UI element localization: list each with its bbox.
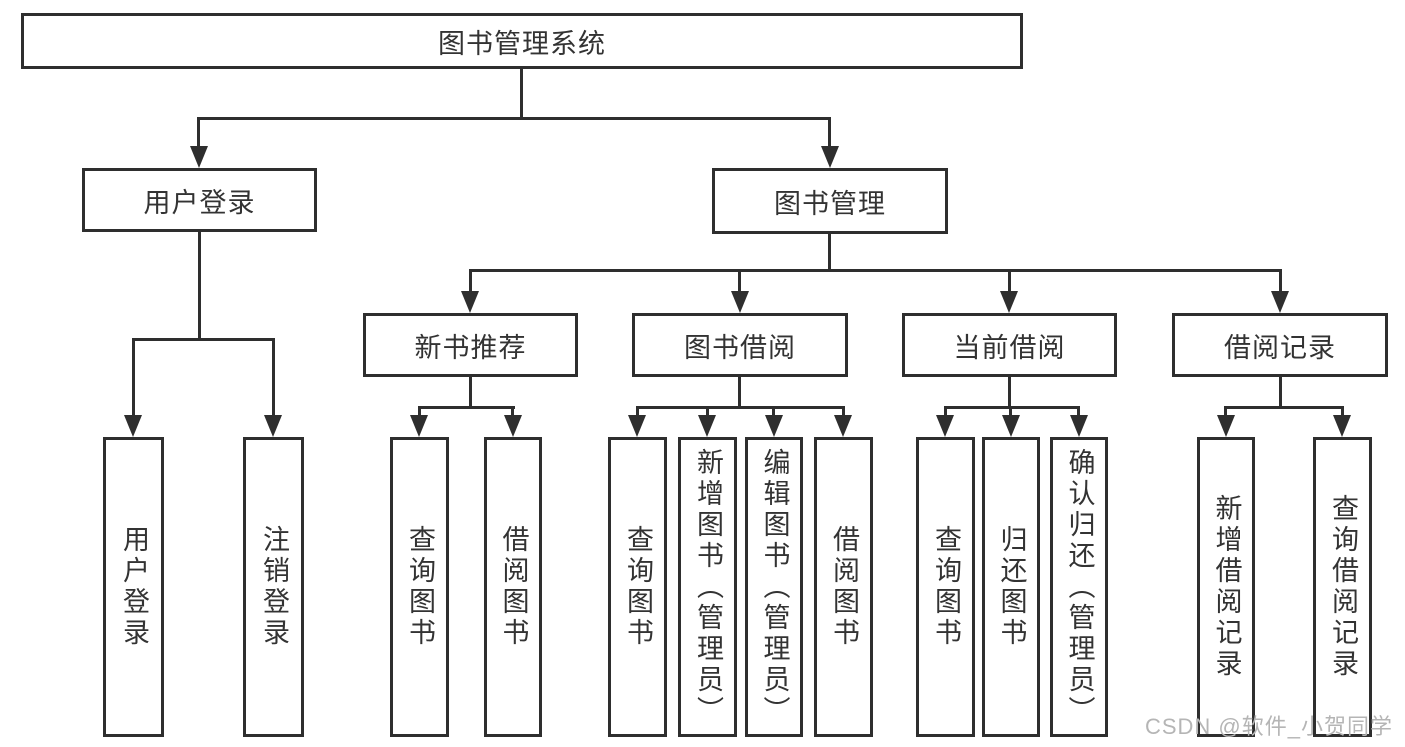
node-leaf-query-borrow-record: 查询借阅记录 <box>1313 437 1372 737</box>
node-label: 用户登录 <box>119 525 150 649</box>
connector-drop-leaf <box>511 406 514 418</box>
arrow-down-icon <box>410 415 428 437</box>
arrow-down-icon <box>1333 415 1351 437</box>
node-leaf-query-books-2: 查询图书 <box>608 437 667 737</box>
connector-drop-section <box>1279 269 1282 293</box>
node-label: 归还图书 <box>996 525 1027 649</box>
connector-drop-section <box>469 269 472 293</box>
node-borrowing-records: 借阅记录 <box>1172 313 1388 377</box>
node-label: 当前借阅 <box>953 332 1066 363</box>
connector-drop-leaf <box>1224 406 1227 418</box>
node-label: 借阅图书 <box>829 525 860 649</box>
connector-user-login-bar <box>132 338 275 341</box>
connector-drop-leaf <box>772 406 775 418</box>
connector-drop-leaf <box>842 406 845 418</box>
connector-section-stem <box>469 377 472 408</box>
node-current-borrowing: 当前借阅 <box>902 313 1117 377</box>
arrow-down-icon <box>628 415 646 437</box>
connector-drop-book-management <box>828 117 831 149</box>
node-leaf-return-books: 归还图书 <box>982 437 1040 737</box>
connector-drop-leaf <box>272 338 275 418</box>
node-leaf-edit-books-admin: 编辑图书（管理员） <box>745 437 803 737</box>
connector-section-stem <box>1279 377 1282 408</box>
arrow-down-icon <box>936 415 954 437</box>
connector-split-bar <box>1224 406 1344 409</box>
node-label: 查询图书 <box>405 525 436 649</box>
arrow-down-icon <box>461 291 479 313</box>
node-new-book-recommendation: 新书推荐 <box>363 313 578 377</box>
connector-drop-section <box>738 269 741 293</box>
arrow-down-icon <box>1271 291 1289 313</box>
arrow-down-icon <box>821 146 839 168</box>
connector-drop-leaf <box>418 406 421 418</box>
arrow-down-icon <box>834 415 852 437</box>
node-label: 新书推荐 <box>414 332 527 363</box>
node-label: 新增图书（管理员） <box>693 447 724 727</box>
node-user-login-group: 用户登录 <box>82 168 317 232</box>
connector-drop-leaf <box>944 406 947 418</box>
arrow-down-icon <box>1002 415 1020 437</box>
node-label: 确认归还（管理员） <box>1064 447 1095 727</box>
node-leaf-user-login: 用户登录 <box>103 437 164 737</box>
node-leaf-confirm-return-admin: 确认归还（管理员） <box>1050 437 1108 737</box>
arrow-down-icon <box>264 415 282 437</box>
node-label: 注销登录 <box>259 525 290 649</box>
arrow-down-icon <box>731 291 749 313</box>
connector-drop-leaf <box>132 338 135 418</box>
arrow-down-icon <box>1000 291 1018 313</box>
node-label: 查询借阅记录 <box>1328 494 1359 680</box>
node-label: 图书借阅 <box>684 332 796 363</box>
connector-drop-leaf <box>706 406 709 418</box>
node-label: 编辑图书（管理员） <box>759 447 790 727</box>
connector-level1-bar <box>197 117 831 120</box>
connector-drop-leaf <box>636 406 639 418</box>
node-leaf-query-books-1: 查询图书 <box>390 437 449 737</box>
node-leaf-query-books-3: 查询图书 <box>916 437 975 737</box>
node-leaf-add-borrow-record: 新增借阅记录 <box>1197 437 1255 737</box>
arrow-down-icon <box>504 415 522 437</box>
connector-drop-leaf <box>1341 406 1344 418</box>
node-leaf-add-books-admin: 新增图书（管理员） <box>678 437 737 737</box>
node-leaf-logout: 注销登录 <box>243 437 304 737</box>
arrow-down-icon <box>124 415 142 437</box>
arrow-down-icon <box>190 146 208 168</box>
connector-book-management-stem <box>828 234 831 272</box>
arrow-down-icon <box>765 415 783 437</box>
node-library-management-system: 图书管理系统 <box>21 13 1023 69</box>
connector-split-bar <box>636 406 845 409</box>
connector-root-stem <box>520 69 523 119</box>
node-label: 查询图书 <box>931 525 962 649</box>
connector-drop-leaf <box>1077 406 1080 418</box>
node-label: 图书管理 <box>774 188 886 219</box>
connector-split-bar <box>944 406 1080 409</box>
csdn-watermark: CSDN @软件_小贺同学 <box>1144 714 1393 739</box>
arrow-down-icon <box>1217 415 1235 437</box>
arrow-down-icon <box>698 415 716 437</box>
node-label: 借阅图书 <box>498 525 529 649</box>
connector-section-stem <box>1008 377 1011 408</box>
connector-drop-user-login <box>197 117 200 149</box>
connector-section-stem <box>738 377 741 408</box>
connector-sections-bar <box>469 269 1282 272</box>
node-label: 查询图书 <box>623 525 654 649</box>
connector-user-login-stem <box>198 232 201 338</box>
connector-drop-section <box>1008 269 1011 293</box>
node-leaf-borrow-books-2: 借阅图书 <box>814 437 873 737</box>
node-label: 借阅记录 <box>1224 332 1336 363</box>
node-label: 用户登录 <box>143 187 256 218</box>
node-book-management-group: 图书管理 <box>712 168 948 234</box>
node-book-borrowing: 图书借阅 <box>632 313 848 377</box>
arrow-down-icon <box>1070 415 1088 437</box>
node-leaf-borrow-books-1: 借阅图书 <box>484 437 542 737</box>
connector-split-bar <box>418 406 515 409</box>
node-label: 新增借阅记录 <box>1211 494 1242 680</box>
connector-drop-leaf <box>1009 406 1012 418</box>
node-label: 图书管理系统 <box>438 28 606 59</box>
